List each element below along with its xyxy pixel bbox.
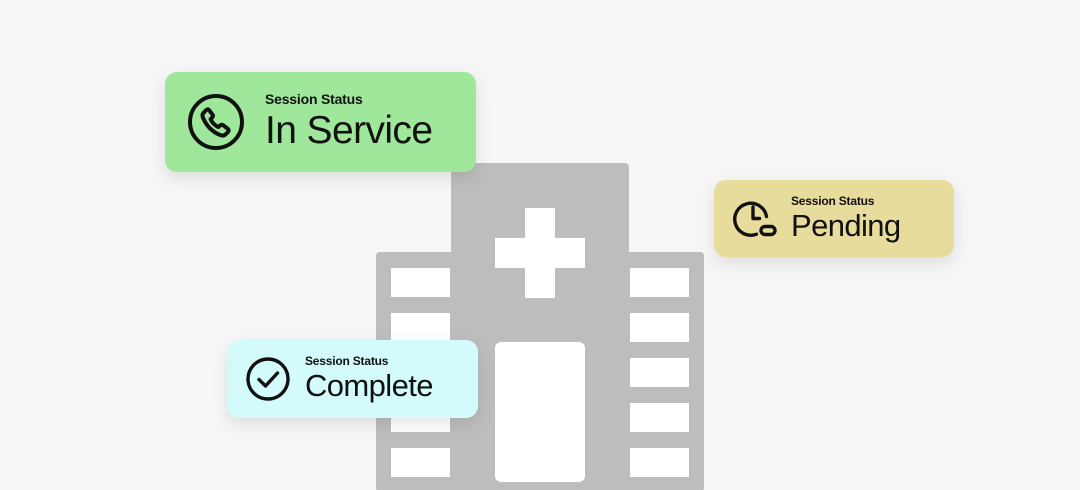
status-label: Session Status bbox=[791, 193, 875, 208]
phone-icon bbox=[187, 93, 245, 151]
status-value: Pending bbox=[791, 207, 901, 243]
right-wing-windows bbox=[630, 268, 689, 477]
hospital-door bbox=[495, 342, 585, 482]
status-card-complete: Session Status Complete bbox=[228, 340, 478, 418]
medical-cross-icon bbox=[495, 208, 585, 298]
status-card-in-service: Session Status In Service bbox=[165, 72, 476, 172]
check-circle-icon bbox=[245, 356, 291, 402]
status-card-pending: Session Status Pending bbox=[714, 180, 954, 257]
status-label: Session Status bbox=[265, 91, 363, 108]
status-value: In Service bbox=[265, 108, 433, 152]
status-value: Complete bbox=[305, 368, 433, 404]
clock-icon bbox=[730, 195, 778, 243]
status-label: Session Status bbox=[305, 354, 389, 369]
